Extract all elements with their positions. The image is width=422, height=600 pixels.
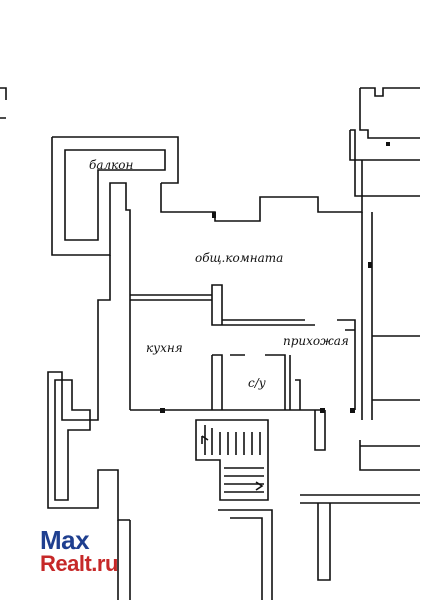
room-label-prihozhaya: прихожая bbox=[283, 334, 349, 348]
bottom-center-wall bbox=[117, 509, 273, 600]
right-wall-structure bbox=[349, 130, 420, 420]
balcony-inner-wall bbox=[64, 149, 166, 241]
corridor-step bbox=[314, 410, 326, 451]
stairs bbox=[195, 419, 269, 501]
stair-arrow bbox=[201, 435, 264, 491]
sanuzel-walls bbox=[211, 354, 301, 410]
corridor-wall bbox=[337, 319, 356, 410]
left-lower-wall bbox=[47, 255, 130, 521]
watermark-line-1: Max bbox=[40, 525, 90, 555]
room-label-kuhnya: кухня bbox=[146, 341, 183, 355]
watermark-line-2: Realt.ru bbox=[40, 551, 118, 576]
top-left-bracket bbox=[0, 87, 7, 119]
wall-marker bbox=[320, 408, 325, 413]
wall-marker bbox=[350, 408, 355, 413]
room-label-sanuzel: с/у bbox=[248, 376, 266, 390]
wall-marker bbox=[160, 408, 165, 413]
main-outer-wall-top-inner bbox=[125, 200, 325, 411]
wall-marker bbox=[212, 212, 216, 218]
left-lower-inner bbox=[54, 379, 91, 501]
bottom-right-wall bbox=[300, 440, 420, 581]
room-label-balkon: балкон bbox=[89, 158, 134, 172]
wall-marker bbox=[386, 142, 390, 146]
kitchen-partition bbox=[130, 284, 315, 326]
balcony-outer-wall bbox=[51, 136, 179, 256]
watermark-logo: Max Realt.ru bbox=[40, 525, 118, 576]
room-label-obsh-komnata: общ.комната bbox=[195, 251, 284, 265]
main-outer-wall-top bbox=[160, 129, 363, 222]
wall-marker bbox=[368, 262, 372, 268]
top-right-tower bbox=[359, 87, 420, 139]
